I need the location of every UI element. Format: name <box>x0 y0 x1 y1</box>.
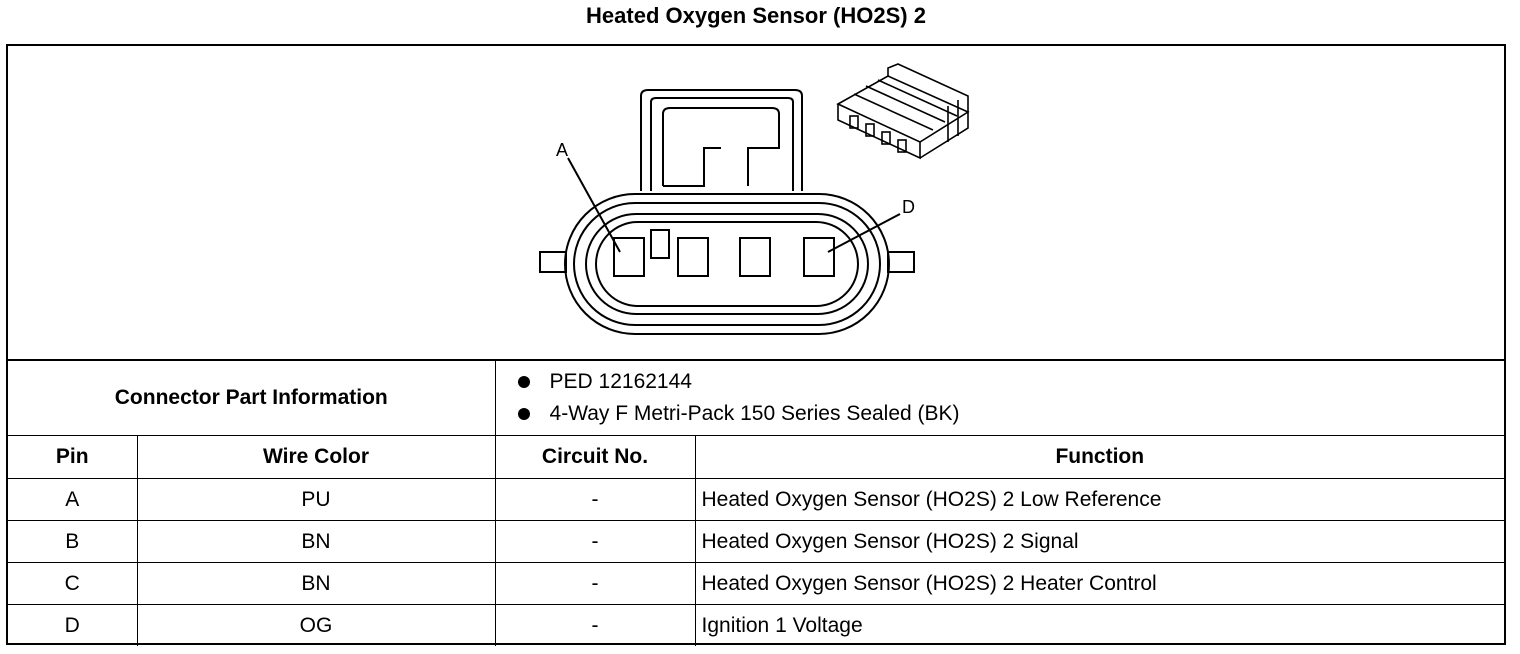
col-header-pin: Pin <box>8 435 138 479</box>
table-header-row: Pin Wire Color Circuit No. Function <box>8 435 1505 479</box>
col-header-wire-color: Wire Color <box>136 435 496 479</box>
page-title: Heated Oxygen Sensor (HO2S) 2 <box>586 3 926 28</box>
circuit-cell: - <box>494 604 696 646</box>
pinout-table: Connector Part Information PED 12162144 … <box>8 359 1505 646</box>
pin-d-leader <box>827 213 901 253</box>
col-header-circuit: Circuit No. <box>494 435 696 479</box>
pin-a-cavity <box>613 237 645 277</box>
connector-info-label: Connector Part Information <box>8 359 496 436</box>
function-cell: Heated Oxygen Sensor (HO2S) 2 Signal <box>694 520 1505 563</box>
connector-diagram: A D <box>8 46 1504 359</box>
pin-a-label: A <box>556 140 568 160</box>
connector-info-item: PED 12162144 <box>517 366 1505 398</box>
pin-d-cavity <box>803 237 835 277</box>
function-cell: Heated Oxygen Sensor (HO2S) 2 Heater Con… <box>694 562 1505 605</box>
circuit-cell: - <box>494 478 696 521</box>
function-cell: Heated Oxygen Sensor (HO2S) 2 Low Refere… <box>694 478 1505 521</box>
wire-color-cell: BN <box>136 562 496 605</box>
circuit-cell: - <box>494 562 696 605</box>
circuit-cell: - <box>494 520 696 563</box>
pin-d-label: D <box>902 197 915 217</box>
pin-c-cavity <box>739 237 771 277</box>
table-row: A PU - Heated Oxygen Sensor (HO2S) 2 Low… <box>8 478 1505 521</box>
connector-info-item: 4-Way F Metri-Pack 150 Series Sealed (BK… <box>517 398 1505 430</box>
col-header-function: Function <box>694 435 1505 479</box>
pin-cell: D <box>8 604 138 646</box>
connector-frame: A D Connector Part Information PED 12162… <box>6 44 1506 646</box>
pin-cell: C <box>8 562 138 605</box>
key-tab <box>650 229 670 259</box>
table-row: B BN - Heated Oxygen Sensor (HO2S) 2 Sig… <box>8 520 1505 563</box>
table-row: D OG - Ignition 1 Voltage <box>8 604 1505 646</box>
pin-cell: B <box>8 520 138 563</box>
function-cell: Ignition 1 Voltage <box>694 604 1505 646</box>
pin-cell: A <box>8 478 138 521</box>
connector-iso-icon <box>836 63 970 160</box>
connector-info-list: PED 12162144 4-Way F Metri-Pack 150 Seri… <box>494 359 1505 436</box>
pin-b-cavity <box>677 237 709 277</box>
connector-face-illustration: A D <box>539 63 970 335</box>
connector-info-row: Connector Part Information PED 12162144 … <box>8 359 1505 436</box>
pin-a-leader <box>567 157 621 253</box>
wire-color-cell: PU <box>136 478 496 521</box>
wire-color-cell: OG <box>136 604 496 646</box>
table-row: C BN - Heated Oxygen Sensor (HO2S) 2 Hea… <box>8 562 1505 605</box>
wire-color-cell: BN <box>136 520 496 563</box>
